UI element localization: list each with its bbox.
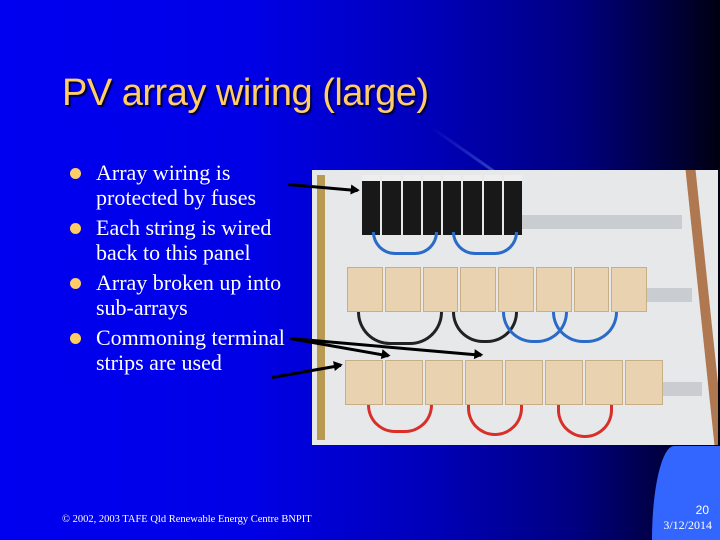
- fuse: [382, 175, 401, 235]
- panel-frame-left: [317, 175, 325, 440]
- black-wires: [357, 312, 443, 345]
- fuse: [483, 175, 502, 235]
- din-rail: [662, 382, 702, 396]
- bullet-dot-icon: [70, 223, 81, 234]
- terminal-strip-upper: [347, 267, 647, 312]
- red-wires: [467, 405, 523, 436]
- blue-wires: [372, 232, 438, 255]
- terminal-strip-lower: [345, 360, 663, 405]
- bullet-dot-icon: [70, 333, 81, 344]
- bullet-dot-icon: [70, 168, 81, 179]
- footer-copyright: © 2002, 2003 TAFE Qld Renewable Energy C…: [62, 514, 312, 525]
- blue-wires: [452, 232, 518, 255]
- red-wires: [557, 405, 613, 438]
- fuse: [362, 175, 381, 235]
- bullet-item: Commoning terminal strips are used: [70, 325, 310, 375]
- bullet-dot-icon: [70, 278, 81, 289]
- fuse: [422, 175, 441, 235]
- corner-accent: [652, 446, 720, 540]
- din-rail: [522, 215, 682, 229]
- bullet-list: Array wiring is protected by fuses Each …: [70, 160, 310, 380]
- panel-frame-right: [685, 170, 718, 445]
- slide-number: 20: [695, 503, 709, 517]
- blue-wires: [552, 312, 618, 343]
- slide-date: 3/12/2014: [663, 518, 712, 532]
- fuse: [402, 175, 421, 235]
- din-rail: [642, 288, 692, 302]
- red-wires: [367, 405, 433, 433]
- bullet-item: Each string is wired back to this panel: [70, 215, 310, 265]
- slide-title: PV array wiring (large): [62, 72, 429, 114]
- wiring-panel-photo: [312, 170, 718, 445]
- bullet-item: Array wiring is protected by fuses: [70, 160, 310, 210]
- fuse: [463, 175, 482, 235]
- bullet-item: Array broken up into sub-arrays: [70, 270, 310, 320]
- fuse: [443, 175, 462, 235]
- fuse: [503, 175, 522, 235]
- fuse-holders: [362, 175, 522, 235]
